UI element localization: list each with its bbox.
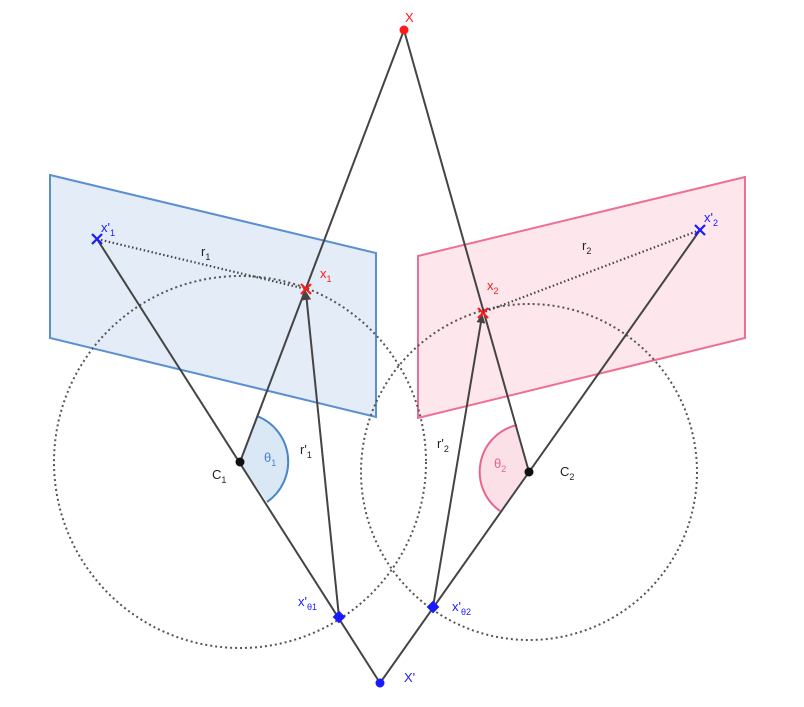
theta1-angle-arc — [256, 415, 290, 503]
label-x1: x1 — [320, 266, 332, 284]
label-r1: r1 — [201, 244, 210, 262]
left-dotted-circle — [53, 275, 427, 649]
label-x2: x2 — [487, 278, 499, 296]
point-Xprime — [375, 678, 385, 688]
label-rp2: r'2 — [437, 436, 449, 454]
label-r2: r2 — [582, 238, 591, 256]
label-C2: C2 — [560, 464, 574, 482]
label-rp1: r'1 — [300, 442, 312, 460]
point-x1-cross — [300, 283, 312, 295]
camera-center-C2 — [524, 467, 534, 477]
label-xp2: x'2 — [704, 210, 718, 228]
label-C1: C1 — [212, 467, 226, 485]
r2-dotted-line — [483, 228, 701, 314]
left-image-plane — [49, 173, 377, 419]
label-Xprime: X' — [404, 670, 415, 685]
label-theta2: θ2 — [494, 456, 506, 474]
theta2-angle-arc — [478, 424, 518, 512]
point-xp2-cross — [694, 224, 706, 236]
label-x-theta1: x'θ1 — [298, 594, 317, 612]
theta1-angle-wedge — [240, 416, 289, 502]
point-xp1-cross — [91, 233, 103, 245]
ray-C2-to-X — [403, 29, 530, 473]
point-X — [399, 25, 409, 35]
right-image-plane — [417, 175, 746, 420]
theta2-angle-wedge — [479, 425, 529, 511]
ray-C1-to-X — [239, 29, 405, 463]
label-x-theta2: x'θ2 — [452, 599, 471, 617]
right-dotted-circle — [360, 303, 698, 641]
point-x2-cross — [477, 307, 489, 319]
label-xp1: x'1 — [101, 220, 115, 238]
r-prime-1-arrow — [302, 291, 340, 618]
r-prime-2-arrow — [432, 314, 486, 608]
label-X: X — [405, 10, 414, 25]
label-theta1: θ1 — [264, 450, 276, 468]
camera-center-C1 — [235, 457, 245, 467]
